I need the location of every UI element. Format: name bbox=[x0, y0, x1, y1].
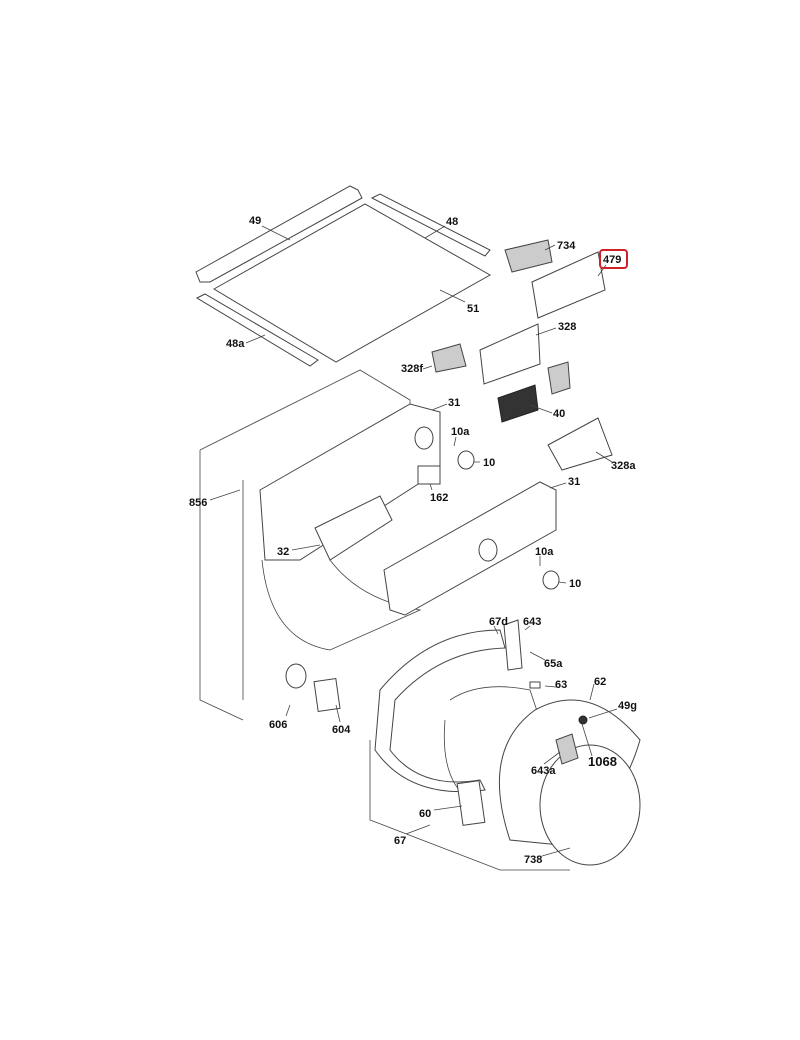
label-328: 328 bbox=[558, 321, 576, 333]
label-49: 49 bbox=[249, 215, 261, 227]
part-738-glass bbox=[539, 744, 641, 866]
part-162 bbox=[417, 465, 441, 485]
part-479-board bbox=[531, 251, 606, 319]
label-604: 604 bbox=[332, 724, 351, 736]
part-48a-rail bbox=[195, 293, 319, 367]
part-67d-inner-ring bbox=[374, 629, 506, 793]
part-40-display bbox=[497, 384, 539, 423]
control-electronics bbox=[313, 239, 613, 712]
label-10a-lower: 10a bbox=[535, 546, 554, 558]
part-labels: 49 48 734 479 51 328 48a 328f 31 40 10a … bbox=[189, 215, 637, 866]
label-738: 738 bbox=[524, 854, 542, 866]
part-49-rail bbox=[195, 185, 363, 283]
part-328 bbox=[479, 323, 541, 385]
part-32-drawer bbox=[314, 495, 393, 561]
part-643a bbox=[555, 733, 579, 765]
label-31-lower: 31 bbox=[568, 476, 580, 488]
part-51-top-panel bbox=[213, 203, 492, 363]
label-31: 31 bbox=[448, 397, 460, 409]
label-51: 51 bbox=[467, 303, 479, 315]
part-328a bbox=[547, 417, 613, 471]
label-67d: 67d bbox=[489, 616, 508, 628]
label-10a: 10a bbox=[451, 426, 470, 438]
label-67: 67 bbox=[394, 835, 406, 847]
part-63 bbox=[529, 681, 541, 689]
part-10-knob bbox=[457, 450, 475, 470]
highlight-box-479 bbox=[599, 249, 628, 269]
part-10-knob-lower bbox=[542, 570, 560, 590]
label-60: 60 bbox=[419, 808, 431, 820]
part-328f bbox=[431, 343, 467, 373]
label-63: 63 bbox=[555, 679, 567, 691]
label-643: 643 bbox=[523, 616, 541, 628]
label-643a: 643a bbox=[531, 765, 556, 777]
label-65a: 65a bbox=[544, 658, 563, 670]
part-734 bbox=[504, 239, 553, 273]
leader-lines bbox=[209, 225, 618, 857]
label-328f: 328f bbox=[401, 363, 423, 375]
label-48a: 48a bbox=[226, 338, 245, 350]
label-856: 856 bbox=[189, 497, 207, 509]
part-49g bbox=[578, 715, 588, 725]
part-31-lower-panel bbox=[383, 481, 557, 616]
label-48: 48 bbox=[446, 216, 458, 228]
part-48-rail bbox=[370, 193, 491, 257]
label-49g: 49g bbox=[618, 700, 637, 712]
label-1068: 1068 bbox=[588, 754, 617, 769]
label-479[interactable]: 479 bbox=[603, 254, 621, 266]
label-734: 734 bbox=[557, 240, 576, 252]
label-32: 32 bbox=[277, 546, 289, 558]
top-lid-parts bbox=[195, 185, 492, 367]
part-60-hinge bbox=[456, 780, 486, 826]
label-606: 606 bbox=[269, 719, 287, 731]
part-643-filter bbox=[503, 619, 523, 671]
label-10: 10 bbox=[483, 457, 495, 469]
label-328a: 328a bbox=[611, 460, 636, 472]
part-604 bbox=[313, 678, 341, 712]
label-162: 162 bbox=[430, 492, 448, 504]
label-62: 62 bbox=[594, 676, 606, 688]
label-40: 40 bbox=[553, 408, 565, 420]
door-assembly bbox=[369, 619, 641, 871]
label-10-lower: 10 bbox=[569, 578, 581, 590]
lower-control-panel bbox=[383, 481, 557, 616]
